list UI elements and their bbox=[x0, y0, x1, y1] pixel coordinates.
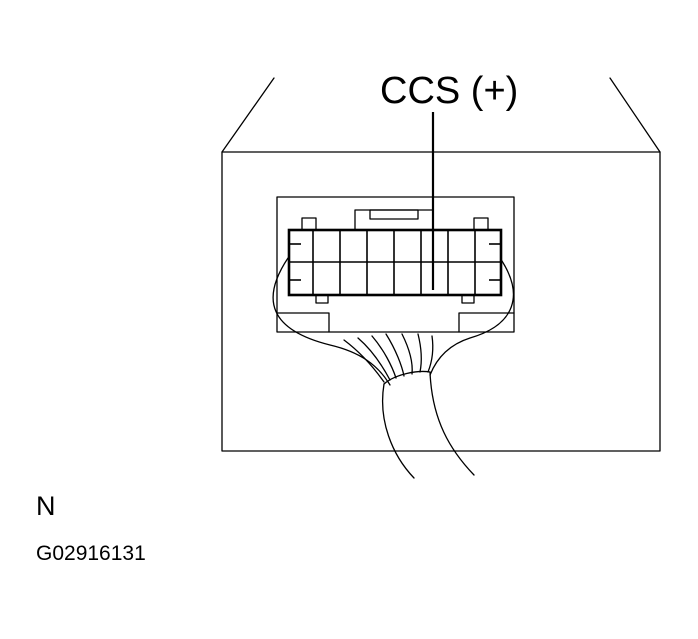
connector-body bbox=[287, 209, 503, 304]
magnify-line-right bbox=[609, 77, 661, 153]
view-letter: N bbox=[36, 491, 56, 521]
view-frame bbox=[221, 151, 661, 452]
connector-housing bbox=[276, 196, 515, 333]
housing-tab-right bbox=[458, 312, 515, 333]
magnify-line-left bbox=[221, 77, 275, 153]
housing-tab-left bbox=[276, 312, 330, 333]
figure-id: G02916131 bbox=[36, 542, 146, 565]
wire-strands bbox=[272, 257, 514, 386]
cable-sheath bbox=[381, 370, 475, 479]
terminal-callout-label: CCS (+) bbox=[380, 70, 519, 112]
